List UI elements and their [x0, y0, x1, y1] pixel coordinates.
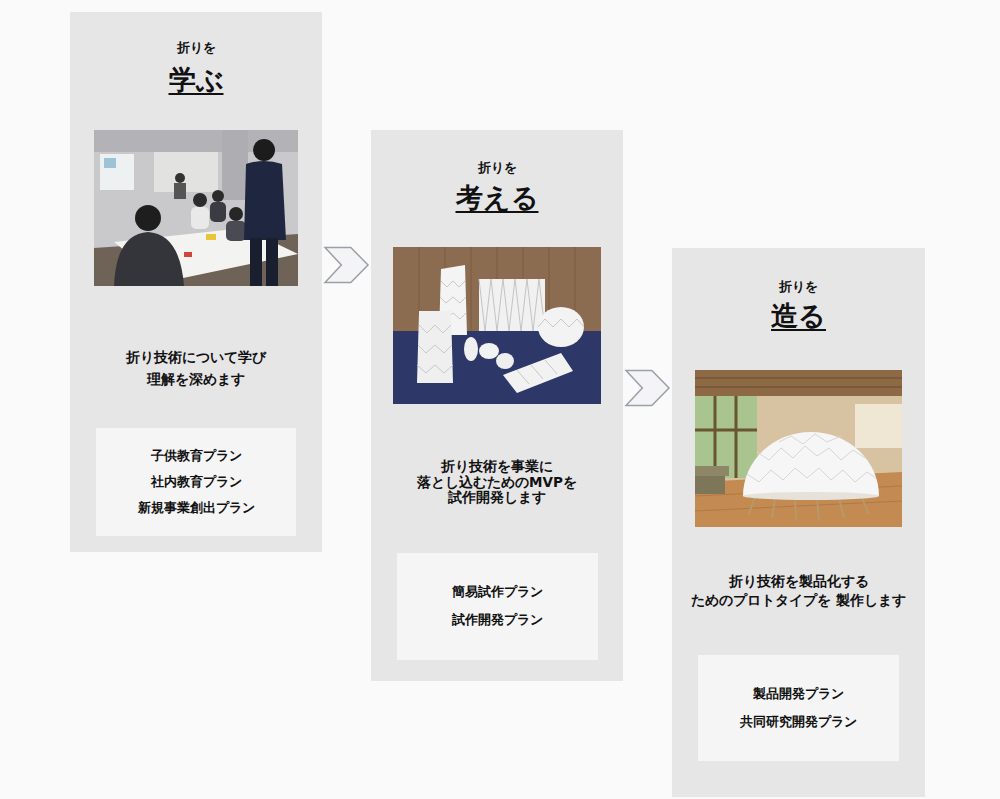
sticky-note — [184, 252, 192, 257]
folded-piece — [464, 337, 478, 361]
panel-description: 折り技術を事業に 落とし込むためのMVPを 試作開発します — [385, 459, 609, 506]
panel-heading: 造る — [771, 299, 826, 333]
fold-lines — [538, 319, 584, 327]
fold-lines — [517, 360, 557, 384]
fold-lines — [440, 297, 466, 303]
plan-item: 簡易試作プラン — [452, 578, 543, 606]
folded-sphere — [538, 307, 584, 347]
pillar — [222, 130, 248, 200]
folded-cylinder — [417, 311, 453, 383]
person-head — [135, 205, 161, 231]
folded-piece — [496, 353, 514, 369]
whiteboard — [100, 154, 134, 190]
fold-lines — [418, 345, 452, 353]
wall — [94, 130, 298, 286]
step-panel: 折りを学ぶ 折り技術について学び 理解を深めます子供教育プラン社内教育プラン新規… — [70, 12, 322, 552]
window — [855, 404, 902, 448]
panel-description: 折り技術を製品化する ためのプロトタイプを 製作します — [687, 572, 911, 610]
chair — [695, 466, 729, 476]
person-head — [175, 173, 185, 183]
plan-item: 試作開発プラン — [452, 606, 543, 634]
fold-lines — [747, 468, 876, 482]
person-leg — [266, 238, 278, 286]
screen — [104, 158, 116, 168]
panel-description: 折り技術について学び 理解を深めます — [84, 346, 308, 390]
panel-subheading: 折りを — [478, 159, 517, 177]
panel-heading: 学ぶ — [169, 63, 224, 97]
classroom-photo — [94, 130, 298, 286]
plan-box: 子供教育プラン社内教育プラン新規事業創出プラン — [96, 428, 296, 536]
plan-box: 簡易試作プラン試作開発プラン — [397, 553, 598, 660]
fold-lines — [779, 434, 841, 444]
plan-item: 子供教育プラン — [151, 443, 242, 469]
person-head — [253, 139, 275, 161]
folded-tube — [503, 353, 573, 393]
plan-item: 社内教育プラン — [151, 469, 242, 495]
folded-piece — [479, 343, 499, 359]
fold-lines — [441, 281, 465, 287]
beam-lines — [695, 378, 902, 387]
window-frame — [695, 396, 757, 478]
fold-lines — [417, 365, 453, 373]
person-body — [114, 232, 184, 286]
plan-box: 製品開発プラン共同研究開発プラン — [698, 655, 899, 761]
window — [695, 396, 757, 478]
dome-rim — [743, 492, 879, 500]
person-body — [191, 207, 209, 229]
plan-item: 製品開発プラン — [753, 680, 844, 708]
sticky-note — [206, 234, 216, 240]
panel-subheading: 折りを — [779, 278, 818, 296]
step-panel: 折りを考える 折り技術を事業に 落とし込むためのMVPを 試作開発します簡易試作… — [371, 130, 623, 681]
dome-lamp — [743, 432, 879, 496]
fold-lines — [757, 446, 865, 460]
folded-panel — [479, 279, 545, 331]
panel-subheading: 折りを — [177, 39, 216, 57]
chevron-arrow — [626, 371, 669, 406]
person-head — [229, 207, 243, 221]
person-body — [244, 161, 286, 240]
person-body — [174, 183, 186, 199]
plan-item: 新規事業創出プラン — [138, 495, 255, 521]
panel-heading: 考える — [456, 181, 539, 215]
wall — [695, 370, 902, 527]
dome-lamp-photo — [695, 370, 902, 527]
chair — [695, 476, 725, 494]
person-head — [193, 193, 207, 207]
person-body — [210, 202, 226, 222]
step-panel: 折りを造る 折り技術を製品化する ためのプロトタイプを 製作します製品開発プラン… — [672, 248, 925, 797]
person-body — [226, 221, 246, 241]
chevron-arrow — [325, 248, 368, 283]
origami-photo — [393, 247, 601, 404]
fold-lines — [479, 279, 545, 331]
plan-item: 共同研究開発プラン — [740, 708, 857, 736]
fold-lines — [419, 325, 451, 333]
person-head — [212, 190, 224, 202]
person-leg — [250, 238, 262, 286]
ceiling — [695, 370, 902, 396]
